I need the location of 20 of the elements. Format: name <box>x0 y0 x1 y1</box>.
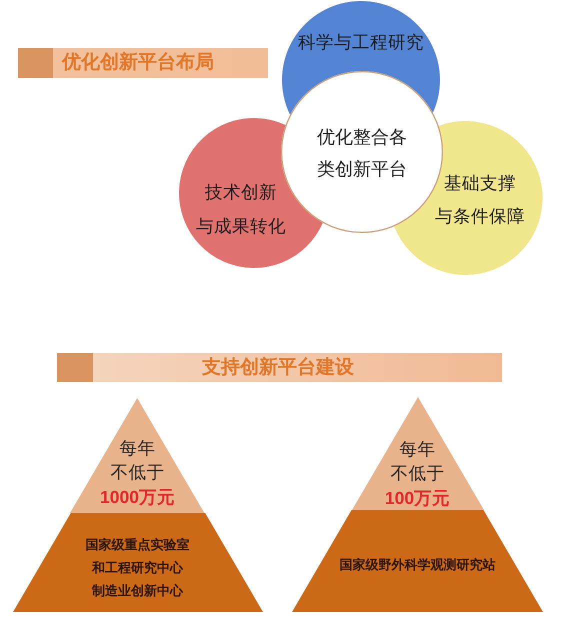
crescent <box>282 1 440 115</box>
circle-text: 技术创新与成果转化 <box>196 182 287 239</box>
platform-text: 国家级重点实验室和工程研究中心 <box>84 536 190 576</box>
pyramid-base <box>292 510 543 612</box>
funding-text: 每年不低于 <box>390 439 446 486</box>
section-header <box>18 48 268 78</box>
header-text: 支持创新平台建设 <box>202 356 354 380</box>
amount-text: 1000万元 <box>100 486 175 509</box>
platform-text: 制造业创新中心 <box>92 582 183 600</box>
pyramid-base <box>12 513 262 612</box>
platform-text: 国家级野外科学观测研究站 <box>340 556 496 574</box>
pyramid-top <box>352 397 484 510</box>
pyramid-top <box>70 398 204 513</box>
header-text: 优化创新平台布局 <box>62 50 214 75</box>
circle-text: 优化整合各类创新平台 <box>316 126 408 182</box>
section-header <box>57 353 502 382</box>
funding-text: 每年不低于 <box>110 438 166 485</box>
circle-text: 科学与工程研究 <box>298 32 424 55</box>
circle-text: 基础支撑与条件保障 <box>434 173 526 230</box>
amount-text: 100万元 <box>384 487 450 510</box>
